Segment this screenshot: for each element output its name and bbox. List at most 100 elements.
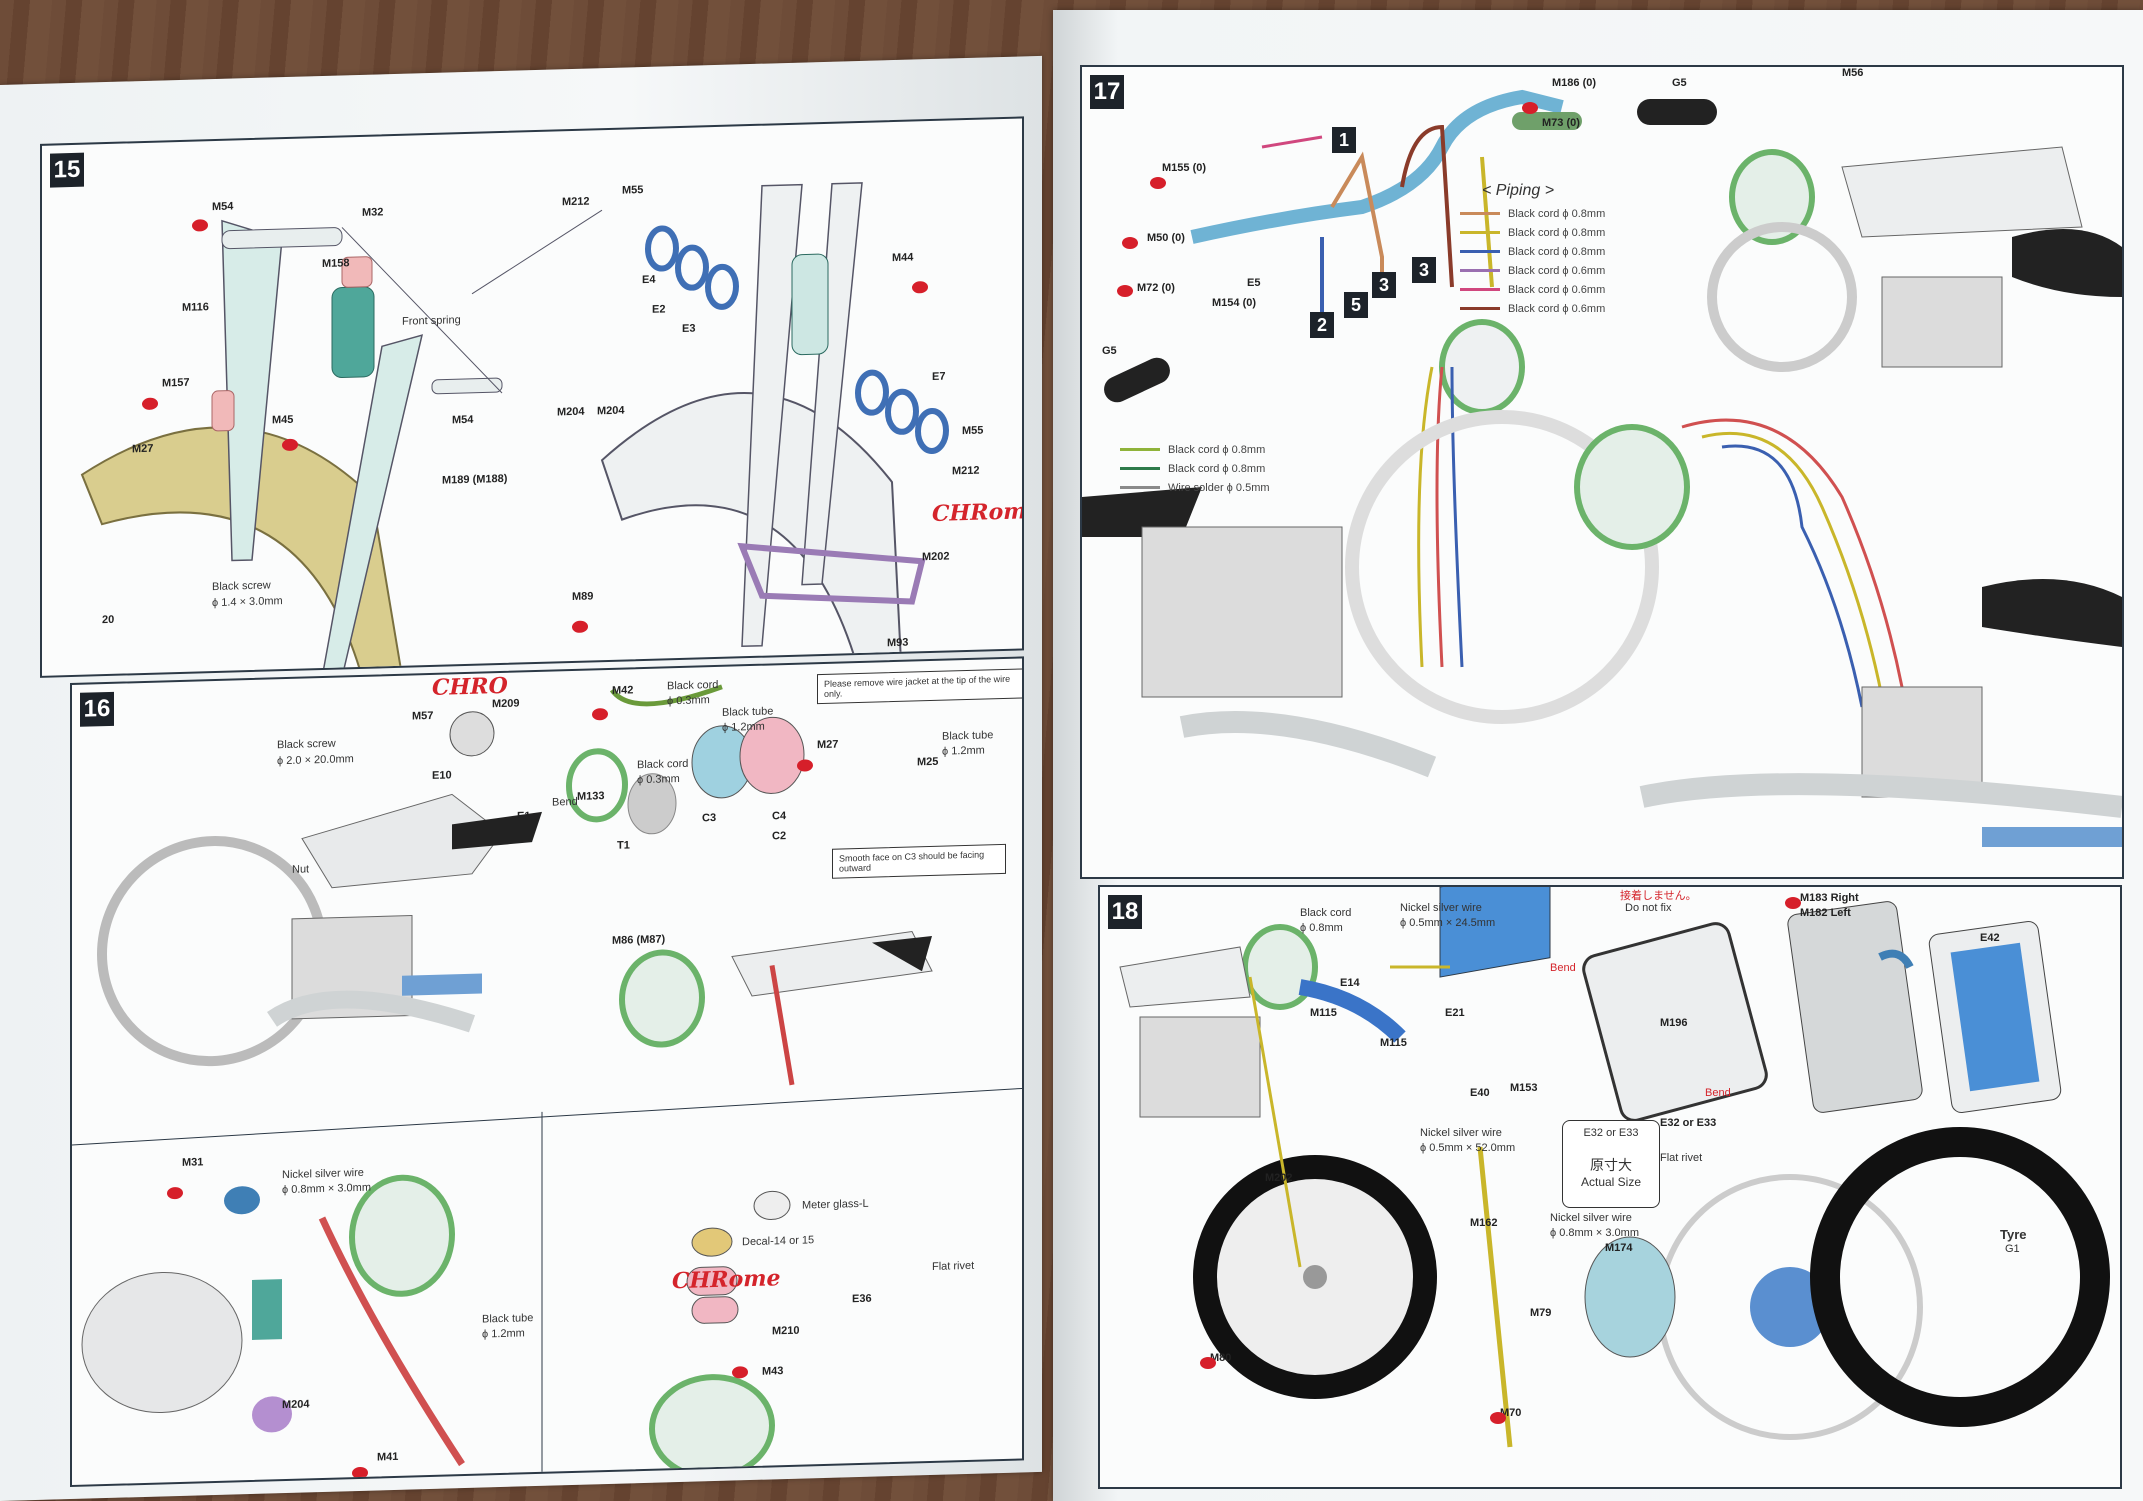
part-label: M153 xyxy=(1510,1082,1538,1094)
part-label: C3 xyxy=(702,811,717,825)
part-label: E10 xyxy=(432,769,452,782)
piping-row-label: Black cord ϕ 0.6mm xyxy=(1508,302,1606,315)
cord-row-label: Wire solder ϕ 0.5mm xyxy=(1168,481,1270,494)
part-label: M79 xyxy=(1530,1307,1552,1319)
piping-row: Black cord ϕ 0.6mm xyxy=(1460,261,1640,280)
part-label: M72 (0) xyxy=(1137,282,1175,294)
step-16-panel: 16 xyxy=(70,656,1024,1488)
red-marker xyxy=(1522,102,1538,114)
piping-row-label: Black cord ϕ 0.6mm xyxy=(1508,264,1606,277)
part-label: M31 xyxy=(182,1156,204,1169)
do-not-fix-jp: 接着しません。 xyxy=(1620,890,1697,902)
part-label: M41 xyxy=(377,1450,399,1464)
black-screw-size: ϕ 1.4 × 3.0mm xyxy=(212,595,283,610)
piping-row-label: Black cord ϕ 0.6mm xyxy=(1508,283,1606,296)
part-label: E14 xyxy=(1340,977,1360,989)
part-label: M186 (0) xyxy=(1552,77,1597,89)
flat-rivet-label: Flat rivet xyxy=(1660,1152,1703,1164)
part-label: M57 xyxy=(412,709,434,723)
part-label: M204 xyxy=(282,1398,310,1412)
part-label: M202 xyxy=(1265,1172,1293,1184)
piping-row-label: Black cord ϕ 0.8mm xyxy=(1508,226,1606,239)
part-label: M93 xyxy=(887,636,909,650)
step-number: 17 xyxy=(1090,75,1124,109)
step-17-illustration xyxy=(1082,89,2122,847)
nickel-wire-label: Nickel silver wire xyxy=(1420,1127,1502,1139)
handwritten-note: CHRO xyxy=(432,672,508,701)
nut-label: Nut xyxy=(292,863,310,876)
nickel-wire-size: ϕ 0.8mm × 3.0mm xyxy=(1550,1227,1639,1239)
black-cord-size: ϕ 0.8mm xyxy=(1300,922,1343,934)
black-tube-size: ϕ 1.2mm xyxy=(942,744,985,758)
lens-note: Smooth face on C3 should be facing outwa… xyxy=(832,843,1006,879)
part-label: E2 xyxy=(652,303,666,316)
nickel-wire-label: Nickel silver wire xyxy=(1400,902,1482,914)
red-marker xyxy=(1117,285,1133,297)
wire-number-tag: 3 xyxy=(1372,272,1396,298)
red-marker xyxy=(1785,897,1801,909)
cord-row: Black cord ϕ 0.8mm xyxy=(1120,459,1270,478)
part-label: M44 xyxy=(892,251,914,265)
part-label: M204 xyxy=(557,405,585,419)
black-tube-label: Black tube xyxy=(942,729,994,743)
piping-row: Black cord ϕ 0.6mm xyxy=(1460,280,1640,299)
part-label: M212 xyxy=(952,464,980,478)
nickel-wire-label: Nickel silver wire xyxy=(282,1166,364,1182)
part-label: G5 xyxy=(1102,345,1117,357)
part-label: M25 xyxy=(917,755,939,769)
cord-row: Wire solder ϕ 0.5mm xyxy=(1120,478,1270,497)
part-label: M189 (M188) xyxy=(442,472,508,487)
step-number: 18 xyxy=(1108,895,1142,929)
nickel-wire-size: ϕ 0.5mm × 24.5mm xyxy=(1400,917,1496,929)
part-label: M115 xyxy=(1310,1007,1337,1019)
tyre-label: Tyre xyxy=(2000,1227,2027,1242)
part-label: C4 xyxy=(772,810,787,823)
color-swatch xyxy=(1120,448,1160,451)
part-label: E42 xyxy=(1980,932,2000,944)
part-label: C2 xyxy=(772,830,787,843)
part-label: M50 (0) xyxy=(1147,232,1185,244)
part-label: M202 xyxy=(922,550,950,564)
piping-title: < Piping > xyxy=(1482,182,1555,199)
part-label: E1 xyxy=(517,810,531,823)
bend-label: Bend xyxy=(552,795,578,809)
part-label: M204 xyxy=(597,404,625,418)
black-cord-label: Black cord xyxy=(637,757,689,772)
part-label: M27 xyxy=(817,738,839,752)
actual-size-box: E32 or E33 原寸大 Actual Size xyxy=(1562,1120,1660,1208)
black-screw-size: ϕ 2.0 × 20.0mm xyxy=(277,753,354,768)
part-label: E7 xyxy=(932,370,946,383)
part-label: M183 Right xyxy=(1800,892,1859,904)
part-label: M196 xyxy=(1660,1017,1688,1029)
step-17-panel: 17 xyxy=(1080,65,2124,879)
part-label: E3 xyxy=(682,322,696,335)
part-label: E40 xyxy=(1470,1087,1490,1099)
piping-row-label: Black cord ϕ 0.8mm xyxy=(1508,245,1606,258)
part-label: E5 xyxy=(1247,277,1261,289)
part-label: M182 Left xyxy=(1800,907,1851,919)
piping-row-label: Black cord ϕ 0.8mm xyxy=(1508,207,1606,220)
part-label: M73 (0) xyxy=(1542,117,1580,129)
tyre-part: G1 xyxy=(2005,1243,2020,1255)
instruction-sheet-left: 15 xyxy=(0,55,1042,1501)
part-label: M43 xyxy=(762,1365,784,1378)
black-tube-label: Black tube xyxy=(482,1312,534,1326)
nickel-wire-size: ϕ 0.8mm × 3.0mm xyxy=(282,1181,371,1197)
part-label: M55 xyxy=(962,424,984,438)
color-swatch xyxy=(1120,486,1160,489)
flat-rivet-label: Flat rivet xyxy=(932,1259,975,1273)
part-label: M54 xyxy=(452,413,474,427)
part-label: M133 xyxy=(577,790,605,803)
cord-row-label: Black cord ϕ 0.8mm xyxy=(1168,462,1266,475)
part-label: M89 xyxy=(572,590,594,604)
part-label: E32 or E33 xyxy=(1660,1117,1717,1129)
part-label: M86 (M87) xyxy=(612,933,666,947)
front-spring-label: Front spring xyxy=(402,314,461,328)
black-tube-size: ϕ 1.2mm xyxy=(482,1327,525,1341)
part-label: M174 xyxy=(1605,1242,1633,1254)
part-label: E36 xyxy=(852,1292,872,1306)
part-label: M32 xyxy=(362,206,384,219)
actual-size-part: E32 or E33 xyxy=(1583,1127,1639,1139)
red-marker xyxy=(1200,1357,1216,1369)
part-label: M27 xyxy=(132,442,154,456)
